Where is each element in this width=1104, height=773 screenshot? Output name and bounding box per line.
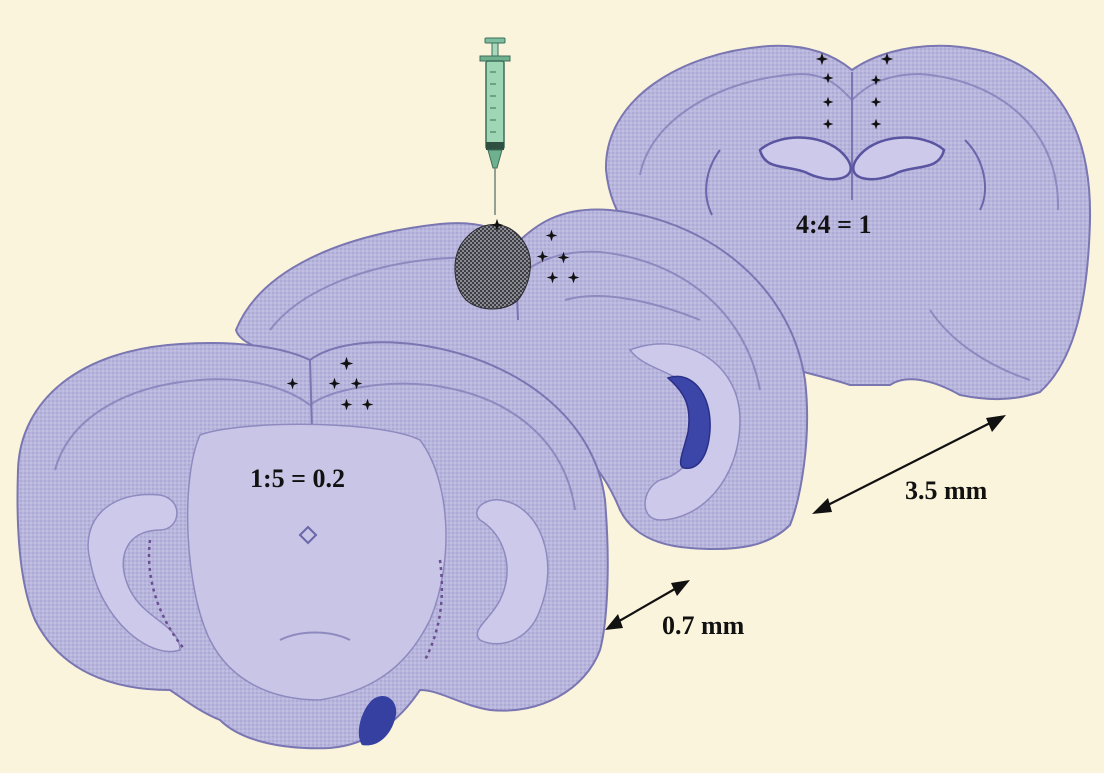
brain-section-front — [18, 342, 608, 748]
ratio-label-front: 1:5 = 0.2 — [250, 466, 345, 492]
injection-site — [455, 224, 531, 309]
ratio-label-back: 4:4 = 1 — [796, 212, 871, 238]
distance-label-far: 3.5 mm — [905, 478, 987, 504]
distance-label-near: 0.7 mm — [662, 613, 744, 639]
syringe-icon — [480, 38, 510, 215]
